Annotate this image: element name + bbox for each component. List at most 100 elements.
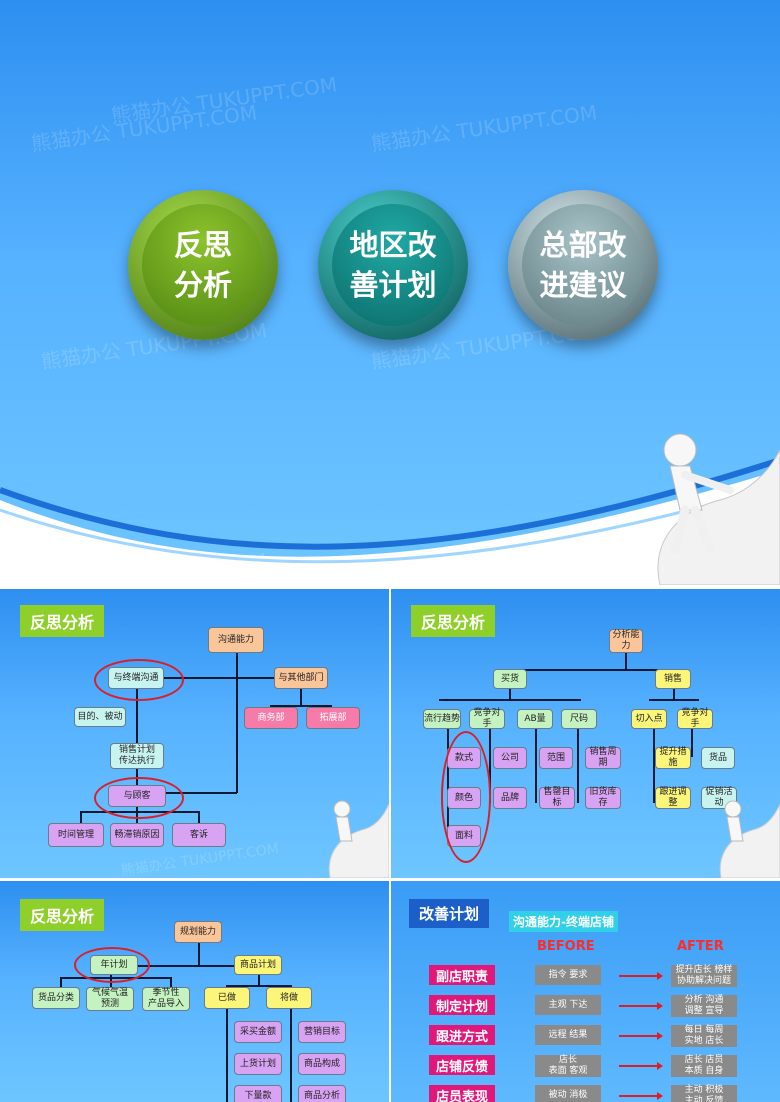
connector-line [198,811,200,823]
connector-line [160,677,300,679]
node-purpose: 目的、被动 [74,707,126,727]
connector-line [489,727,491,803]
row-after: 店长 店员 本质 自身 [671,1055,737,1077]
arrow-icon [619,1002,663,1010]
circle-label: 总部改 进建议 [522,204,644,326]
node-other-dept: 与其他部门 [274,667,328,689]
connector-line [653,727,655,803]
circle-regional-improvement[interactable]: 地区改 善计划 [318,190,468,340]
node-sales-target: 营销目标 [298,1021,346,1043]
slide-communication-analysis[interactable]: 反思分析 熊猫办公 TUKUPPT.COM 沟通能力 与终端沟通 与其他部门 商… [0,589,389,878]
row-label: 副店职责 [429,965,495,985]
node-ab: AB量 [517,709,553,729]
slide-tag: 反思分析 [20,899,105,931]
connector-line [290,1007,292,1102]
connector-line [80,811,82,823]
circle-reflection-analysis[interactable]: 反思 分析 [128,190,278,340]
node-goods: 货品 [701,747,735,769]
node-done: 已做 [204,987,250,1009]
slide-planning-ability[interactable]: 反思分析 规划能力 年计划 商品计划 货品分类 气候气温 预测 季节性 产品导入… [0,881,389,1102]
highlight-ellipse [74,947,150,983]
connector-line [198,943,200,965]
node-root: 沟通能力 [208,627,264,653]
after-heading: AFTER [677,939,724,954]
node-buy: 买货 [493,669,527,689]
wave-decoration [0,457,780,585]
node-weather: 气候气温 预测 [86,987,134,1011]
row-label: 跟进方式 [429,1025,495,1045]
connector-line [439,699,581,701]
connector-line [165,792,237,794]
node-cycle: 销售周期 [585,747,621,769]
node-business: 商务部 [244,707,298,729]
node-size: 尺码 [561,709,597,729]
connector-line [258,975,260,987]
connector-line [535,727,537,803]
connector-line [509,687,511,701]
row-before: 店长 表面 客观 [535,1055,601,1077]
connector-line [300,689,302,707]
connector-line [577,727,579,803]
highlight-ellipse [94,777,184,819]
node-plan: 销售计划 传达执行 [110,743,164,769]
node-category: 货品分类 [32,987,80,1009]
node-range: 范围 [539,747,573,769]
node-competitor2: 竞争对手 [677,708,713,729]
arrow-icon [619,1092,663,1100]
arrow-icon [619,1062,663,1070]
circle-label: 地区改 善计划 [332,204,454,326]
watermark: 熊猫办公 TUKUPPT.COM [369,100,599,156]
circle-hq-suggestions[interactable]: 总部改 进建议 [508,190,658,340]
node-todo: 将做 [266,987,312,1009]
title-slide[interactable]: 熊猫办公 TUKUPPT.COM 熊猫办公 TUKUPPT.COM 熊猫办公 T… [0,0,780,585]
figure-on-page-illustration [719,800,780,878]
connector-line [226,985,292,987]
connector-line [625,651,627,671]
node-buy-amount: 采买金额 [234,1021,282,1043]
row-label: 制定计划 [429,995,495,1015]
connector-line [509,669,673,671]
node-sell: 销售 [655,669,691,689]
connector-line [226,1007,228,1102]
node-ship-plan: 上货计划 [234,1053,282,1075]
arrow-icon [619,972,663,980]
node-trend: 流行趋势 [423,709,461,729]
connector-line [136,687,138,797]
node-root: 分析能力 [609,629,643,653]
slide-improvement-plan[interactable]: 改善计划 沟通能力-终端店铺 BEFORE AFTER 副店职责 指令 要求 提… [391,881,780,1102]
slide-analysis-ability[interactable]: 反思分析 分析能力 买货 销售 流行趋势 竞争对手 AB量 尺码 切入点 竞争对… [391,589,780,878]
figure-on-page-illustration [328,800,389,878]
node-company: 公司 [493,747,527,769]
node-root: 规划能力 [174,921,222,943]
node-complaint: 客诉 [172,823,226,847]
connector-line [649,699,699,701]
node-time: 时间管理 [48,823,104,847]
node-old-stock: 旧货库存 [585,787,621,809]
node-brand: 品牌 [493,787,527,809]
highlight-ellipse [94,659,184,701]
connector-line [270,705,332,707]
connector-line [120,965,260,967]
node-entry: 切入点 [631,709,667,729]
node-composition: 商品构成 [298,1053,346,1075]
connector-line [60,977,62,987]
connector-line [673,687,675,701]
connector-line [236,653,238,793]
arrow-icon [619,1032,663,1040]
before-heading: BEFORE [537,939,595,954]
figure-on-page-illustration [657,433,780,585]
row-before: 主观 下达 [535,995,601,1015]
connector-line [691,727,693,757]
node-down: 下量款 [234,1085,282,1102]
slide-tag: 反思分析 [20,605,105,637]
node-analysis: 商品分析 [298,1085,346,1102]
circle-label: 反思 分析 [142,204,264,326]
row-before: 被动 消极 [535,1085,601,1102]
node-stagnant: 畅滞销原因 [110,823,164,847]
node-target: 售罄目标 [539,787,575,809]
row-after: 提升店长 榜样 协助解决问题 [671,965,737,987]
node-product-plan: 商品计划 [234,955,282,975]
node-season: 季节性 产品导入 [142,987,190,1011]
slide-subtitle: 沟通能力-终端店铺 [509,911,618,932]
row-label: 店铺反馈 [429,1055,495,1075]
